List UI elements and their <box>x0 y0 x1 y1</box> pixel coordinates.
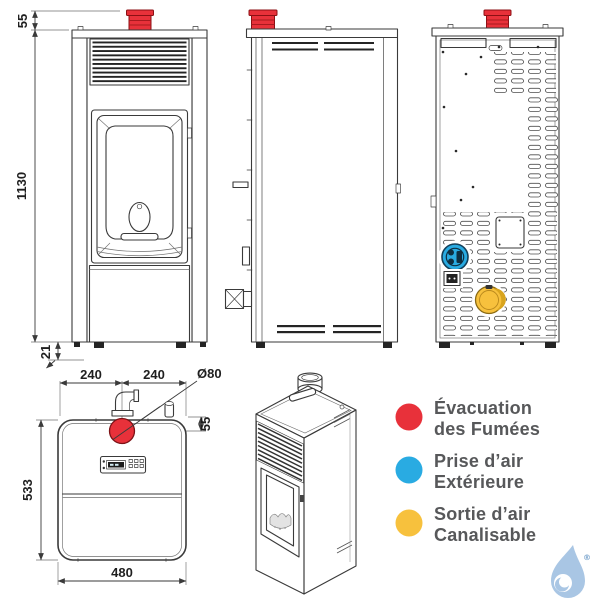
control-panel <box>99 455 147 474</box>
legend-duct-line2: Canalisable <box>434 525 536 545</box>
side-fan-box <box>224 288 253 310</box>
door-latch-3d <box>300 495 304 502</box>
side-bracket <box>241 246 251 266</box>
side-body <box>250 36 399 343</box>
smoke-exhaust-dot <box>395 403 423 431</box>
dim-top-depth-label: 533 <box>20 479 35 501</box>
duct-air-outlet-port <box>472 283 506 317</box>
dim-flue-offset: 55 <box>198 416 213 432</box>
rear-top-vent-left <box>440 37 487 49</box>
air-intake-dot <box>395 456 423 484</box>
door-glass <box>105 125 174 240</box>
flue-elbow-sketch <box>111 389 140 417</box>
front-grille <box>89 38 190 86</box>
legend-item-air-intake: Prise d’air Extérieure <box>395 451 524 492</box>
door-oval-medallion <box>128 201 151 233</box>
legend-air-line2: Extérieure <box>434 472 524 492</box>
top-view: 240 240 Ø80 55 533 480 <box>20 360 222 585</box>
legend-air-line1: Prise d’air <box>434 451 523 471</box>
dim-flue-offset-label: 55 <box>198 417 213 431</box>
perspective-view <box>255 372 357 595</box>
legend: Évacuation des Fumées Prise d’air Extéri… <box>395 397 540 545</box>
top-knob <box>164 401 175 418</box>
dim-top-width-right: 240 <box>121 367 187 386</box>
power-socket <box>441 269 463 288</box>
dim-top-width-left-label: 240 <box>80 367 102 382</box>
side-feet <box>256 342 392 348</box>
dim-top-width-label: 480 <box>111 565 133 580</box>
top-plate-front <box>71 29 208 39</box>
duct-outlet-dot <box>395 509 423 537</box>
brand-logo: ® <box>551 545 591 598</box>
dim-top-width-left: 240 <box>59 367 123 386</box>
dim-front-base-height: 21 <box>38 341 61 361</box>
dim-top-width: 480 <box>57 565 187 584</box>
legend-duct-line1: Sortie d’air <box>434 504 530 524</box>
front-view: 55 1130 21 <box>14 9 208 361</box>
front-feet <box>74 342 206 348</box>
flue-pipe-side-icon <box>248 9 278 30</box>
flue-pipe-rear-icon <box>483 9 512 29</box>
side-view <box>224 9 401 348</box>
rear-top-vent-right <box>509 37 557 49</box>
legend-smoke-line1: Évacuation <box>434 397 532 418</box>
legend-item-duct-outlet: Sortie d’air Canalisable <box>395 504 536 545</box>
dim-top-width-right-label: 240 <box>143 367 165 382</box>
side-panel-right <box>191 37 208 343</box>
top-plate-rear <box>431 27 564 37</box>
dim-front-flue-height-label: 55 <box>15 14 30 28</box>
legend-item-smoke-exhaust: Évacuation des Fumées <box>395 397 540 439</box>
dim-front-base-height-label: 21 <box>38 345 53 359</box>
dim-front-body-height: 1130 <box>14 29 38 343</box>
dim-top-depth: 533 <box>20 419 44 561</box>
rear-inspection-panel <box>492 213 528 252</box>
side-face-3d <box>303 409 357 595</box>
legend-smoke-line2: des Fumées <box>434 419 540 439</box>
front-base-panel <box>88 264 191 343</box>
rear-view <box>430 9 564 348</box>
rear-vent-slot-field <box>443 45 558 336</box>
rear-feet <box>439 342 556 348</box>
front-door <box>90 109 192 264</box>
air-intake-port <box>438 240 472 274</box>
side-face-details-3d <box>333 409 353 562</box>
view-direction-arrow-icon <box>46 360 56 369</box>
burn-pot-3d <box>269 513 292 529</box>
side-panel-left <box>71 37 88 343</box>
dim-front-body-height-label: 1130 <box>14 172 29 200</box>
grille-3d <box>256 420 304 484</box>
dim-flue-diameter-label: Ø80 <box>197 366 222 381</box>
burner-slot <box>120 232 159 241</box>
side-handle <box>232 181 249 189</box>
rear-screws <box>441 45 540 230</box>
flue-pipe-front-icon <box>126 9 154 31</box>
side-vent-slots <box>272 42 381 334</box>
door-3d <box>260 467 304 558</box>
registered-mark: ® <box>583 553 591 562</box>
top-plate-side <box>245 28 399 39</box>
top-slot-3d <box>288 387 317 402</box>
dim-front-flue-height: 55 <box>15 10 38 31</box>
